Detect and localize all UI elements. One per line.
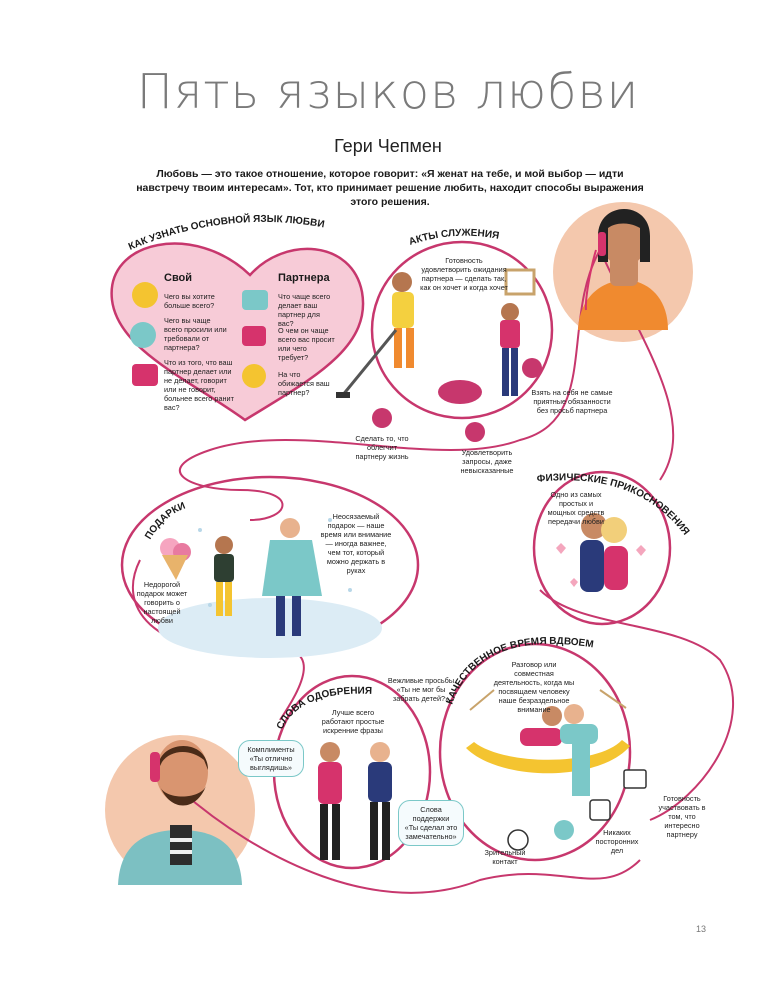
service-heading: АКТЫ СЛУЖЕНИЯ — [408, 228, 500, 248]
woman-picture-illustration — [438, 268, 536, 404]
quality-time-circle — [438, 642, 632, 862]
service-note-bottom: Удовлетворить запросы, даже невысказанны… — [460, 448, 514, 475]
service-note-left: Сделать то, что облегчит партнеру жизнь — [355, 434, 409, 461]
eye-icon-bg — [507, 829, 529, 851]
requests-quote: «Ты не мог бы забрать детей?» — [392, 685, 450, 703]
woman-phone-illustration — [578, 209, 668, 330]
vacuum-person-illustration — [336, 272, 414, 398]
movie-icon-bg — [623, 769, 647, 789]
own-question-3: Что из того, что ваш партнер делает или … — [164, 358, 234, 412]
family-icon — [130, 322, 156, 348]
quality-note-distractions: Никаких посторонних дел — [595, 828, 639, 855]
support-label: Слова поддержки — [412, 805, 450, 823]
chat-icon-bg — [554, 820, 574, 840]
touch-note: Одно из самых простых и мощных средств п… — [547, 490, 605, 526]
sad-face-icon — [242, 364, 266, 388]
hammock-illustration — [466, 689, 630, 796]
compliments-bubble: Комплименты «Ты отлично выглядишь» — [238, 740, 304, 777]
ice-rink — [158, 598, 382, 658]
rings-icon — [132, 282, 158, 308]
wrench-icon-bg — [522, 358, 542, 378]
kissing-couple-illustration — [556, 513, 646, 592]
gifts-note-left: Недорогой подарок может говорить о насто… — [136, 580, 188, 625]
heart-in-hands-icon — [242, 290, 268, 310]
connecting-line-3 — [539, 589, 734, 821]
svg-text:КАК УЗНАТЬ ОСНОВНОЙ ЯЗЫК ЛЮБВИ: КАК УЗНАТЬ ОСНОВНОЙ ЯЗЫК ЛЮБВИ — [127, 212, 325, 253]
compliments-label: Комплименты — [247, 745, 295, 754]
partner-question-1: Что чаще всего делает ваш партнер для ва… — [278, 292, 331, 328]
partner-question-2: О чем он чаще всего вас просит или чего … — [278, 326, 335, 362]
gifts-heading: ПОДАРКИ — [143, 501, 187, 542]
dish-icon-bg — [465, 422, 485, 442]
how-to-heading: КАК УЗНАТЬ ОСНОВНОЙ ЯЗЫК ЛЮБВИ — [127, 212, 325, 253]
gifts-note-right: Неосязаемый подарок — наше время или вни… — [320, 512, 392, 575]
service-note-top: Готовность удовлетворить ожидания партне… — [420, 256, 508, 292]
compliments-quote: «Ты отлично выглядишь» — [249, 754, 293, 772]
pink-heart-shape — [111, 243, 364, 420]
talking-couple-illustration — [318, 742, 392, 860]
support-bubble: Слова поддержки «Ты сделал это замечател… — [398, 800, 464, 846]
intro-paragraph: Любовь — это такое отношение, которое го… — [136, 168, 644, 208]
skaters-illustration — [214, 518, 322, 636]
words-note-center: Лучше всего работают простые искренние ф… — [321, 708, 385, 735]
partner-question-3: На что обижается ваш партнер? — [278, 370, 330, 397]
page-title: Пять языков любви — [136, 64, 640, 120]
partner-label: Партнера — [278, 272, 330, 284]
quality-note-interest: Готовность участвовать в том, что интере… — [658, 794, 706, 839]
ice-cream-illustration — [160, 538, 191, 580]
magic-wand-icon-bg — [372, 408, 392, 428]
connecting-line-4 — [179, 789, 641, 894]
megaphone-icon — [242, 326, 266, 346]
author-name: Гери Чепмен — [334, 136, 442, 156]
own-label: Свой — [164, 272, 193, 284]
svg-text:ПОДАРКИ: ПОДАРКИ — [143, 501, 187, 542]
man-phone-illustration — [118, 740, 242, 885]
svg-text:АКТЫ СЛУЖЕНИЯ: АКТЫ СЛУЖЕНИЯ — [408, 228, 500, 248]
service-note-right: Взять на себя не самые приятные обязанно… — [531, 388, 613, 415]
support-quote: «Ты сделал это замечательно» — [404, 823, 458, 841]
no-phone-icon-bg — [589, 799, 611, 821]
requests-bubble: Вежливые просьбы «Ты не мог бы забрать д… — [386, 676, 456, 703]
own-question-2: Чего вы чаще всего просили или требовали… — [164, 316, 227, 352]
heart-outline-line — [110, 242, 365, 422]
own-question-1: Чего вы хотите больше всего? — [164, 292, 215, 310]
broken-heart-icon — [132, 364, 158, 386]
connecting-line-1 — [179, 249, 601, 521]
quality-note-eye: Зрительный контакт — [484, 848, 526, 866]
page-number: 13 — [696, 924, 707, 934]
requests-label: Вежливые просьбы — [387, 676, 455, 685]
quality-note-top: Разговор или совместная деятельность, ко… — [493, 660, 575, 714]
